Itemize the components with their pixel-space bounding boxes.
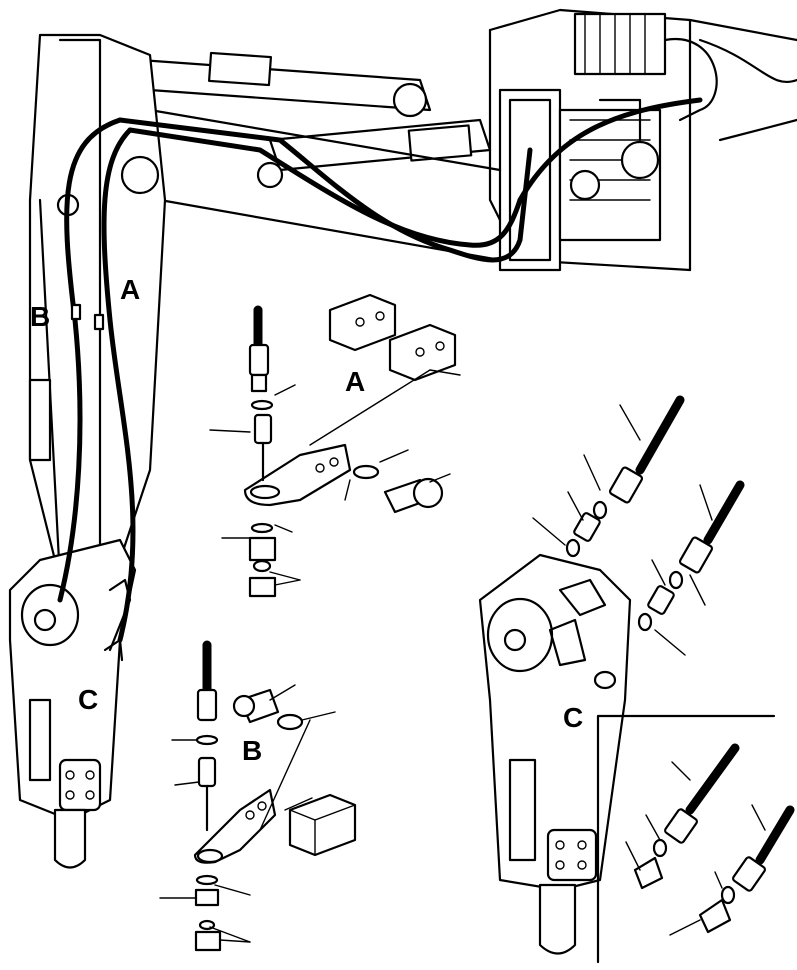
detail-a-assembly bbox=[209, 293, 461, 598]
inset-detail bbox=[596, 714, 795, 964]
boom-cylinders bbox=[138, 51, 502, 262]
detail-label-b: B bbox=[242, 735, 263, 766]
boom-arm bbox=[28, 33, 167, 582]
detail-label-a: A bbox=[345, 366, 366, 397]
detail-label-c: C bbox=[563, 702, 584, 733]
boom-label-b: B bbox=[30, 301, 51, 332]
detail-b-assembly bbox=[159, 640, 357, 952]
hydraulic-hoses bbox=[57, 97, 703, 643]
breaker-left bbox=[8, 538, 137, 869]
boom-label-a: A bbox=[120, 274, 141, 305]
valve-block-assembly bbox=[488, 8, 797, 272]
boom-label-c: C bbox=[78, 684, 99, 715]
breaker-right bbox=[478, 395, 745, 955]
